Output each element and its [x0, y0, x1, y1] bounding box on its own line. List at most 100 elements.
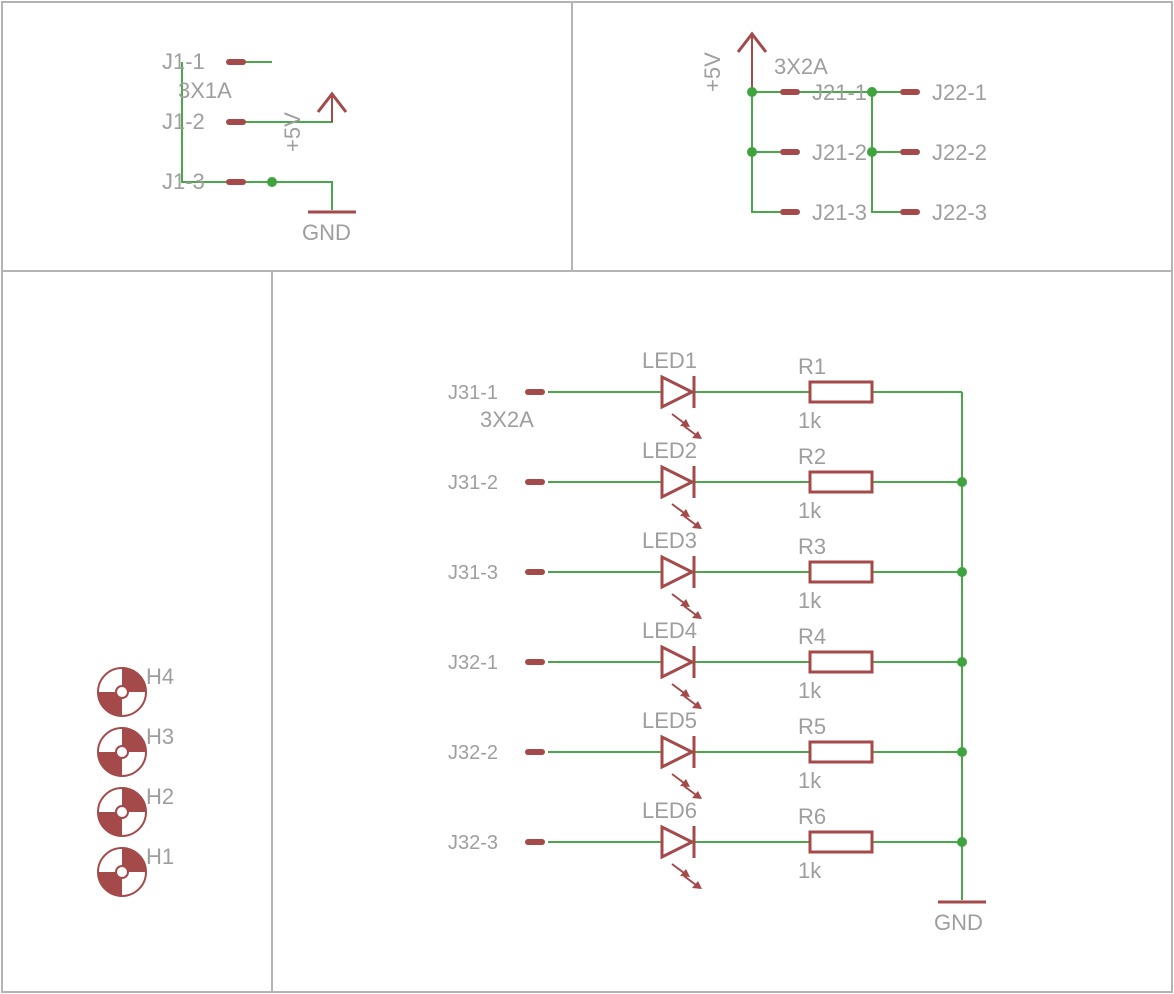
led-emission-arrowhead: [692, 881, 702, 889]
led-emission-arrowhead: [692, 431, 702, 439]
pin-label-j21-3: J21-3: [812, 200, 867, 225]
led-triangle: [660, 824, 696, 860]
resistor-body: [808, 560, 874, 584]
led-label: LED2: [642, 438, 697, 463]
connector-pin-label: J32-2: [448, 742, 498, 764]
led-row-2: J31-2 LED2 R2 1k: [448, 438, 967, 529]
hole-quadrant: [98, 872, 122, 896]
led-triangle: [660, 644, 696, 680]
supply-label-j2: +5V: [700, 52, 725, 92]
part-label-j2: 3X2A: [774, 54, 828, 79]
hole-label: H1: [146, 844, 174, 869]
led-row-4: J32-1 LED4 R4 1k: [448, 618, 967, 709]
junction-ground-bus: [957, 747, 967, 757]
led-emission-arrowhead: [692, 791, 702, 799]
resistor-value: 1k: [798, 678, 822, 703]
led-triangle: [660, 734, 696, 770]
connector-pin-label: J32-3: [448, 832, 498, 854]
hole-label: H4: [146, 664, 174, 689]
led-emission-arrowhead: [680, 419, 690, 427]
junction-ground-bus: [957, 477, 967, 487]
junction-ground-bus: [957, 567, 967, 577]
pin-label-j1-1: J1-1: [162, 49, 205, 74]
pin-label-j21-1: J21-1: [812, 80, 867, 105]
supply-arrow-j1: [316, 91, 348, 113]
led-label: LED1: [642, 348, 697, 373]
led-triangle: [660, 464, 696, 500]
led-label: LED3: [642, 528, 697, 553]
resistor-value: 1k: [798, 768, 822, 793]
connector-pin-label: J32-1: [448, 652, 498, 674]
supply-label-j1: +5V: [280, 112, 305, 152]
resistor-body: [808, 380, 874, 404]
led-emission-arrowhead: [680, 869, 690, 877]
led-emission-arrowhead: [692, 521, 702, 529]
hole-quadrant: [98, 812, 122, 836]
led-emission-arrowhead: [680, 599, 690, 607]
mounting-hole-h1: H1: [97, 844, 174, 897]
pin-label-j22-2: J22-2: [932, 140, 987, 165]
resistor-label: R3: [798, 534, 826, 559]
resistor-body: [808, 650, 874, 674]
led-emission-arrowhead: [692, 611, 702, 619]
resistor-label: R5: [798, 714, 826, 739]
connector-pin-label: J31-3: [448, 562, 498, 584]
resistor-value: 1k: [798, 588, 822, 613]
connector-part-label-j31: 3X2A: [480, 407, 534, 432]
resistor-label: R4: [798, 624, 826, 649]
mounting-hole-h4: H4: [97, 664, 174, 717]
pin-label-j1-2: J1-2: [162, 109, 205, 134]
hole-center: [115, 805, 129, 819]
led-label: LED5: [642, 708, 697, 733]
connector-j1-block: J1-1 3X1A J1-2 J1-3 +5V GND: [162, 49, 356, 245]
hole-quadrant: [122, 668, 146, 692]
led-emission-arrowhead: [680, 779, 690, 787]
ground-label-j1: GND: [302, 220, 351, 245]
mounting-hole-h3: H3: [97, 724, 174, 777]
led-row-5: J32-2 LED5 R5 1k: [448, 708, 967, 799]
pin-label-j22-1: J22-1: [932, 80, 987, 105]
led-triangle: [660, 374, 696, 410]
pin-label-j1-3: J1-3: [162, 169, 205, 194]
led-emission-arrowhead: [680, 509, 690, 517]
wire-j2-left-bus: [751, 92, 780, 213]
hole-quadrant: [122, 728, 146, 752]
wire-j1-3-ground: [244, 181, 333, 210]
junction-j2-a: [747, 87, 757, 97]
hole-label: H2: [146, 784, 174, 809]
hole-quadrant: [122, 848, 146, 872]
led-label: LED4: [642, 618, 697, 643]
led-label: LED6: [642, 798, 697, 823]
resistor-label: R1: [798, 354, 826, 379]
resistor-value: 1k: [798, 498, 822, 523]
led-triangle: [660, 554, 696, 590]
hole-label: H3: [146, 724, 174, 749]
resistor-label: R6: [798, 804, 826, 829]
hole-center: [115, 865, 129, 879]
resistor-body: [808, 470, 874, 494]
junction-j2-b: [747, 147, 757, 157]
junction-ground-bus: [957, 837, 967, 847]
hole-quadrant: [98, 752, 122, 776]
junction-j2-d: [867, 147, 877, 157]
resistor-label: R2: [798, 444, 826, 469]
led-row-3: J31-3 LED3 R3 1k: [448, 528, 967, 619]
connector-pin-label: J31-2: [448, 472, 498, 494]
mounting-hole-h2: H2: [97, 784, 174, 837]
hole-quadrant: [98, 692, 122, 716]
junction-ground-bus: [957, 657, 967, 667]
resistor-body: [808, 830, 874, 854]
hole-center: [115, 745, 129, 759]
junction-j2-c: [867, 87, 877, 97]
hole-quadrant: [122, 788, 146, 812]
junction-j1-3: [267, 177, 277, 187]
resistor-value: 1k: [798, 858, 822, 883]
pin-label-j21-2: J21-2: [812, 140, 867, 165]
led-emission-arrowhead: [680, 689, 690, 697]
wire-j2-right-bus: [871, 92, 900, 213]
led-row-6: J32-3 LED6 R6 1k: [448, 798, 967, 889]
